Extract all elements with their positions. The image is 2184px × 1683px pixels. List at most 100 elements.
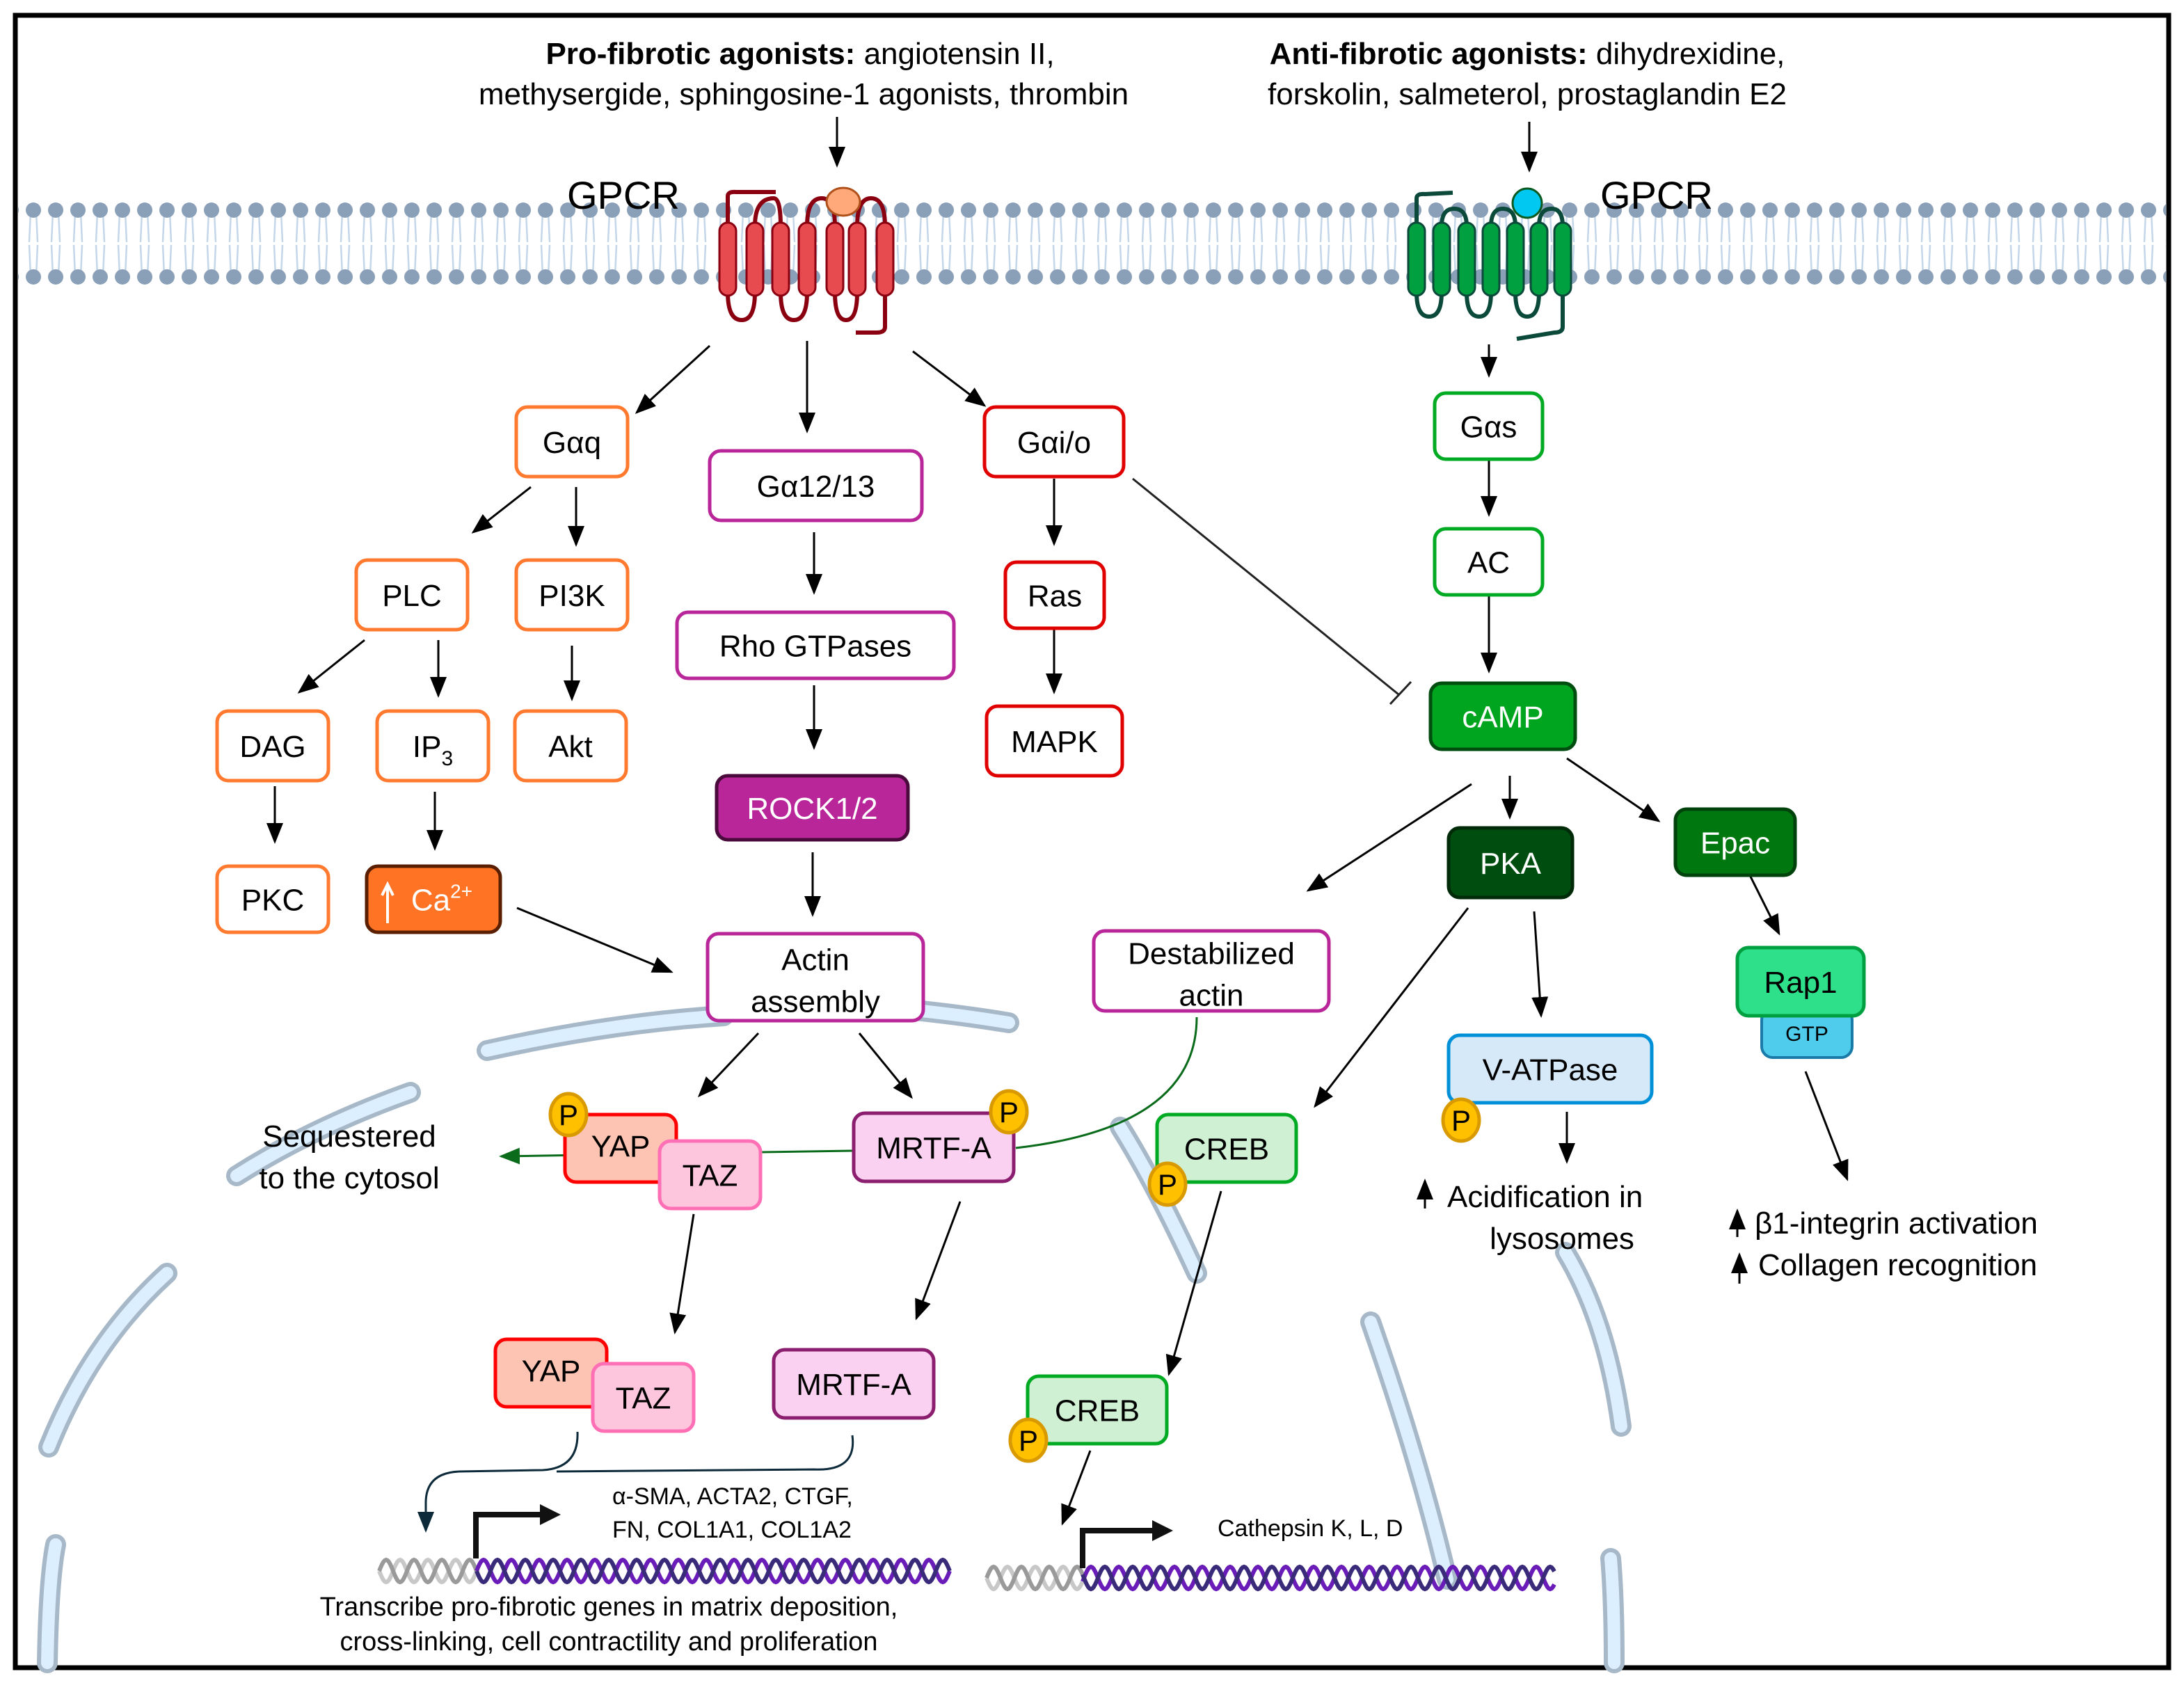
genes-pro-line2: FN, COL1A1, COL1A2 (612, 1517, 852, 1543)
pi3k-node-box (514, 558, 630, 632)
rap1-node-box (1735, 946, 1866, 1018)
sequestered-label-1: Sequestered (262, 1119, 436, 1154)
pi3k-node-label: PI3K (539, 579, 605, 613)
pathway-arrows (266, 341, 1849, 1526)
rock-node-label: ROCK1/2 (747, 792, 877, 826)
actin-node: Actin assembly (706, 932, 925, 1023)
creb-node-cyto-label: CREB (1184, 1132, 1269, 1166)
acidification-label: Acidification in lysosomes (1417, 1179, 1643, 1256)
pi3k-node: PI3K (514, 558, 630, 632)
cell-membrane (18, 202, 2166, 299)
ras-node-box (1003, 560, 1106, 630)
epac-node: Epac (1673, 807, 1797, 877)
actin-node-label: assembly (751, 985, 880, 1019)
ac-node: AC (1433, 527, 1545, 597)
anti-fibrotic-agonists-line1: Anti-fibrotic agonists: dihydrexidine, (1270, 37, 1785, 71)
yap-node-nuc-label: YAP (522, 1354, 581, 1388)
rock-node: ROCK1/2 (715, 774, 910, 842)
camp-node-box (1428, 681, 1577, 751)
rho-node-label: Rho GTPases (719, 629, 911, 663)
yap-node-cyto-label: YAP (591, 1129, 651, 1163)
creb-node-cyto: CREB (1155, 1112, 1298, 1184)
plc-node-box (354, 558, 470, 632)
phospho-label: P (999, 1096, 1019, 1128)
mrtf-to-dna-link (556, 1435, 854, 1473)
creb-node-nuc-label: CREB (1055, 1394, 1140, 1428)
actin-node-box (706, 932, 925, 1023)
taz-node-cyto-label: TAZ (683, 1158, 738, 1193)
camp-node-label: cAMP (1462, 700, 1543, 734)
gaq-node: Gαq (514, 405, 630, 479)
actin-node-label: Actin (781, 943, 850, 978)
dna-pro-fibrotic (377, 1557, 952, 1585)
dag-node-label: DAG (239, 730, 305, 764)
vatpase-node-label: V-ATPase (1483, 1053, 1618, 1087)
ga1213-node: Gα12/13 (708, 449, 924, 523)
ca-node-box (365, 864, 502, 934)
phospho-label: P (1019, 1424, 1038, 1457)
ligand-pro (825, 186, 861, 217)
mapk-node-label: MAPK (1011, 725, 1098, 759)
destab-node-label: Destabilized (1128, 937, 1295, 971)
ip3-node: IP3 (375, 709, 491, 783)
promoter-arrow-pro (473, 1512, 543, 1558)
transcribe-label-1: Transcribe pro-fibrotic genes in matrix … (320, 1593, 898, 1622)
ac-node-box (1433, 527, 1545, 597)
creb-node-nuc: CREB (1026, 1374, 1169, 1446)
promoter-arrowhead-pro (540, 1504, 561, 1525)
genes-pro-line1: α-SMA, ACTA2, CTGF, (612, 1483, 853, 1510)
mrtf-node-cyto: MRTF-A (852, 1111, 1016, 1183)
ligand-anti (1511, 187, 1543, 219)
phospho-creb-cyto: P (1147, 1161, 1188, 1207)
plc-node: PLC (354, 558, 470, 632)
mrtf-node-cyto-label: MRTF-A (876, 1131, 991, 1165)
mapk-node-box (985, 704, 1124, 778)
phospho-label: P (1451, 1104, 1471, 1137)
gpcr-pro-fibrotic-receptor (718, 186, 895, 335)
ip3-node-box (375, 709, 491, 783)
epac-node-label: Epac (1700, 826, 1770, 860)
pkc-node-label: PKC (241, 883, 304, 917)
phospho-label: P (559, 1099, 578, 1131)
ac-node-label: AC (1467, 545, 1510, 580)
ras-node: Ras (1003, 560, 1106, 630)
ca-node-label: Ca2+ (411, 880, 472, 917)
phospho-vatpase: P (1441, 1097, 1481, 1143)
inhibition-gaio-camp (1132, 477, 1412, 705)
phospho-creb-nuc: P (1008, 1417, 1049, 1463)
genes-cathepsin: Cathepsin K, L, D (1218, 1515, 1403, 1542)
gtp-node-label: GTP (1785, 1023, 1828, 1046)
vatpase-node-box (1446, 1033, 1654, 1105)
akt-node: Akt (513, 709, 628, 783)
destabilized-actin-to-mrtf-link (1015, 1016, 1198, 1149)
ip3-node-label: IP3 (413, 730, 453, 770)
anti-fibrotic-agonists-line2: forskolin, salmeterol, prostaglandin E2 (1268, 77, 1787, 111)
vatpase-node: V-ATPase (1446, 1033, 1654, 1105)
pka-node-box (1446, 826, 1575, 900)
taz-node-nuc-box (591, 1362, 696, 1433)
taz-node-cyto-box (657, 1139, 763, 1211)
creb-node-nuc-box (1026, 1374, 1169, 1446)
phospho-label: P (1158, 1168, 1177, 1201)
svg-text:β1-integrin activation: β1-integrin activation (1755, 1206, 2038, 1241)
promoter-arrowhead-cathepsin (1152, 1520, 1173, 1541)
yap-taz-to-dna-link (417, 1431, 579, 1533)
phospho-yap-cyto: P (548, 1092, 589, 1138)
mrtf-node-nuc: MRTF-A (772, 1348, 936, 1420)
rho-node-box (675, 610, 956, 680)
svg-text:lysosomes: lysosomes (1490, 1222, 1634, 1256)
pro-fibrotic-agonists-line1: Pro-fibrotic agonists: angiotensin II, (545, 37, 1054, 71)
svg-text:Acidification in: Acidification in (1447, 1180, 1643, 1214)
rock-node-box (715, 774, 910, 842)
pkc-node-box (215, 864, 330, 934)
akt-node-box (513, 709, 628, 783)
yap-node-nuc: YAP (493, 1337, 609, 1409)
gtp-node: GTP (1760, 1007, 1854, 1059)
gaio-node-label: Gαi/o (1017, 426, 1091, 460)
gaio-node: Gαi/o (982, 405, 1126, 479)
pka-node: PKA (1446, 826, 1575, 900)
taz-node-cyto: TAZ (657, 1139, 763, 1211)
ga1213-node-box (708, 449, 924, 523)
yap-node-cyto: YAP (563, 1112, 678, 1184)
